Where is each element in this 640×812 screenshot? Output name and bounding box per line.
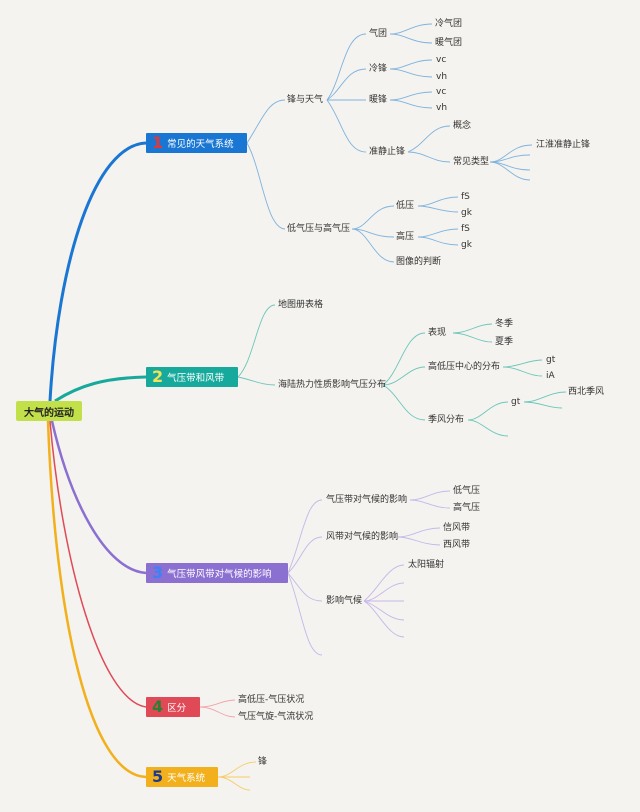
node-low-item-2[interactable]: gk [461,208,472,218]
b2-edges [237,304,567,437]
node-low-pressure-belt[interactable]: 低气压 [453,486,481,496]
node-front[interactable]: 锋 [258,757,268,767]
node-land-sea[interactable]: 海陆热力性质影响气压分布 [278,380,387,390]
node-low-pressure[interactable]: 低压 [396,201,415,211]
node-warm-front-item-2[interactable]: vh [436,103,448,113]
node-wind-belts[interactable]: 风带对气候的影响 [326,532,399,542]
branch-5-node[interactable]: 5 天气系统 [146,767,218,787]
node-cold-front-item-2[interactable]: vh [436,72,448,82]
edge-root-b5 [46,420,147,779]
node-climate-factors[interactable]: 影响气候 [326,596,363,606]
node-warm-front[interactable]: 暖锋 [369,95,388,105]
branch-1-number: 1 [152,133,164,152]
root-node[interactable]: 大气的运动 [16,401,82,421]
branch-4-node[interactable]: 4 区分 [146,697,200,717]
node-westerlies[interactable]: 西风带 [443,540,471,550]
node-warm-air-mass[interactable]: 暖气团 [435,38,463,48]
node-summer[interactable]: 夏季 [495,337,514,347]
node-low-high[interactable]: 低气压与高气压 [287,224,351,234]
edge-root-b1 [48,141,147,402]
branch-5-label: 天气系统 [167,773,206,784]
node-monsoon-sub[interactable]: gt [511,397,521,407]
branch-3-node[interactable]: 3 气压带风带对气候的影响 [146,563,288,583]
node-low-item-1[interactable]: fS [461,192,470,202]
branch-4-number: 4 [152,697,164,716]
node-high-item-1[interactable]: fS [461,224,470,234]
edge-root-b3 [50,420,147,575]
node-distinguish-pressure[interactable]: 高低压-气压状况 [238,695,305,705]
node-centers-item-1[interactable]: gt [546,355,556,365]
branch-4-label: 区分 [167,703,187,714]
node-atlas[interactable]: 地图册表格 [278,300,324,310]
branch-2-label: 气压带和风带 [167,373,225,384]
node-winter[interactable]: 冬季 [495,319,514,329]
node-warm-front-item-1[interactable]: vc [436,87,447,97]
branch-1-label: 常见的天气系统 [167,139,234,150]
node-common-types[interactable]: 常见类型 [453,157,490,167]
node-cold-front-item-1[interactable]: vc [436,55,447,65]
node-distinguish-airflow[interactable]: 气压气旋-气流状况 [238,712,314,722]
node-concept[interactable]: 概念 [453,121,472,131]
node-centers-item-2[interactable]: iA [546,371,555,381]
node-air-mass[interactable]: 气团 [369,29,388,39]
node-pressure-centers[interactable]: 高低压中心的分布 [428,362,501,372]
node-front-weather[interactable]: 锋与天气 [287,95,324,105]
node-appearance[interactable]: 表现 [428,328,447,338]
node-cold-air-mass[interactable]: 冷气团 [435,19,463,29]
b3-edges [287,490,451,656]
branch-3-number: 3 [152,563,164,582]
node-northwest-monsoon[interactable]: 西北季风 [568,387,605,397]
node-trade-winds[interactable]: 信风带 [443,523,471,533]
node-high-pressure-belt[interactable]: 高气压 [453,503,481,513]
node-jianghuai-front[interactable]: 江淮准静止锋 [536,140,591,150]
edge-root-b2 [54,375,147,403]
b1-edges [246,23,533,263]
node-monsoon[interactable]: 季风分布 [428,415,465,425]
branch-3-label: 气压带风带对气候的影响 [167,569,272,580]
branch-2-node[interactable]: 2 气压带和风带 [146,367,238,387]
node-high-pressure[interactable]: 高压 [396,232,415,242]
node-high-item-2[interactable]: gk [461,240,472,250]
branch-1-node[interactable]: 1 常见的天气系统 [146,133,247,153]
node-pressure-belts[interactable]: 气压带对气候的影响 [326,495,408,505]
edge-root-b4 [49,420,147,708]
branch-5-number: 5 [152,767,164,786]
node-cold-front[interactable]: 冷锋 [369,64,388,74]
b4-edges [199,699,236,718]
node-solar-radiation[interactable]: 太阳辐射 [408,560,445,570]
branch-2-number: 2 [152,367,164,386]
node-stationary-front[interactable]: 准静止锋 [369,147,406,157]
b5-edges [217,761,257,791]
node-chart-judgement[interactable]: 图像的判断 [396,257,442,267]
